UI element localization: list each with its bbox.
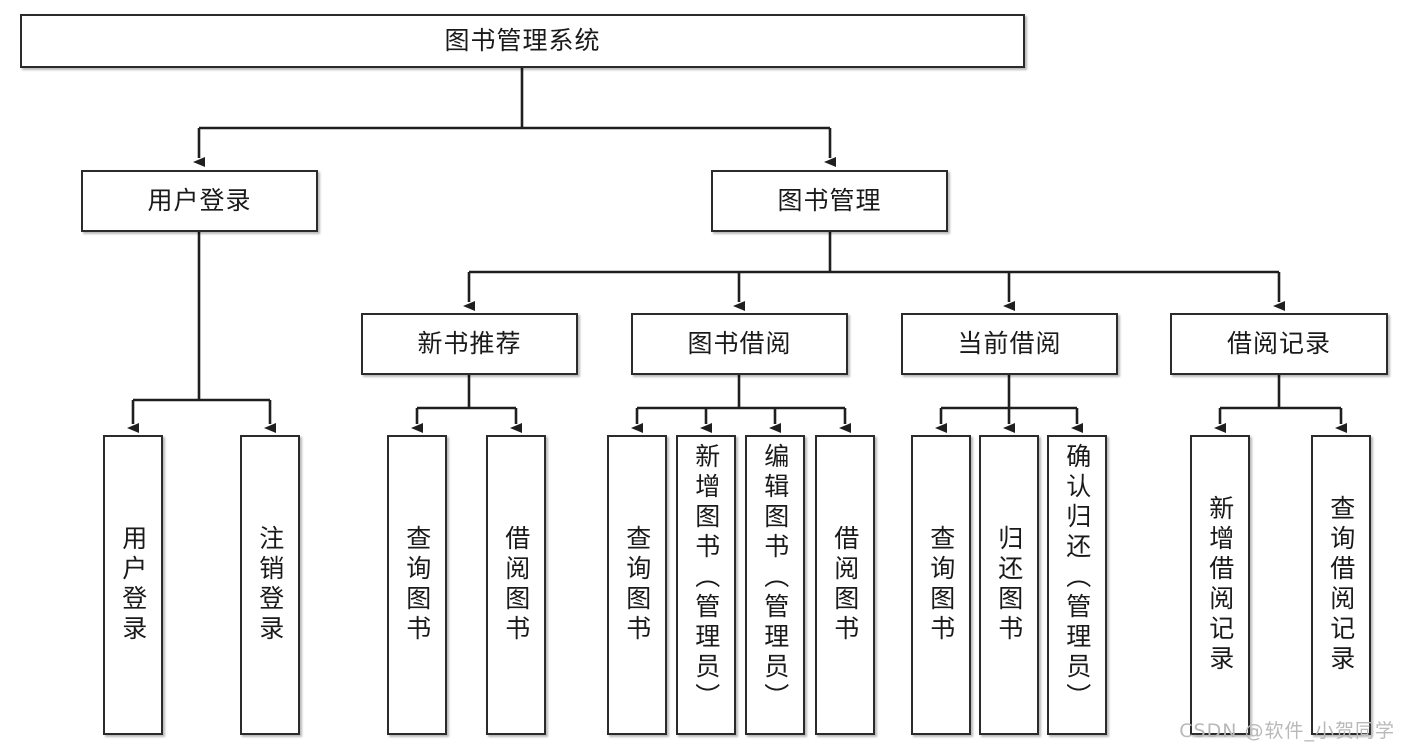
node-leaf-query-book-current[interactable]: 查询图书 [911, 435, 971, 735]
node-book-borrow[interactable]: 图书借阅 [631, 313, 848, 375]
node-leaf-borrow-book-recommend[interactable]: 借阅图书 [486, 435, 546, 735]
node-new-book-recommend[interactable]: 新书推荐 [361, 313, 578, 375]
node-leaf-query-book-recommend[interactable]: 查询图书 [387, 435, 447, 735]
node-borrow-record[interactable]: 借阅记录 [1170, 313, 1388, 375]
node-leaf-edit-book-admin[interactable]: 编辑图书（管理员） [745, 435, 805, 735]
node-leaf-query-book-borrow[interactable]: 查询图书 [607, 435, 667, 735]
node-root-book-management-system[interactable]: 图书管理系统 [20, 14, 1025, 68]
node-current-borrow[interactable]: 当前借阅 [901, 313, 1118, 375]
node-book-management[interactable]: 图书管理 [711, 170, 948, 232]
node-leaf-borrow-book[interactable]: 借阅图书 [815, 435, 875, 735]
node-leaf-add-borrow-record[interactable]: 新增借阅记录 [1190, 435, 1250, 735]
csdn-watermark: CSDN @软件_小贺同学 [1179, 720, 1395, 742]
node-user-login[interactable]: 用户登录 [81, 170, 318, 232]
node-leaf-user-login[interactable]: 用户登录 [103, 435, 163, 735]
node-leaf-query-borrow-record[interactable]: 查询借阅记录 [1311, 435, 1371, 735]
node-leaf-add-book-admin[interactable]: 新增图书（管理员） [676, 435, 736, 735]
node-leaf-confirm-return-admin[interactable]: 确认归还（管理员） [1047, 435, 1107, 735]
node-leaf-user-logout[interactable]: 注销登录 [240, 435, 300, 735]
node-leaf-return-book[interactable]: 归还图书 [979, 435, 1039, 735]
